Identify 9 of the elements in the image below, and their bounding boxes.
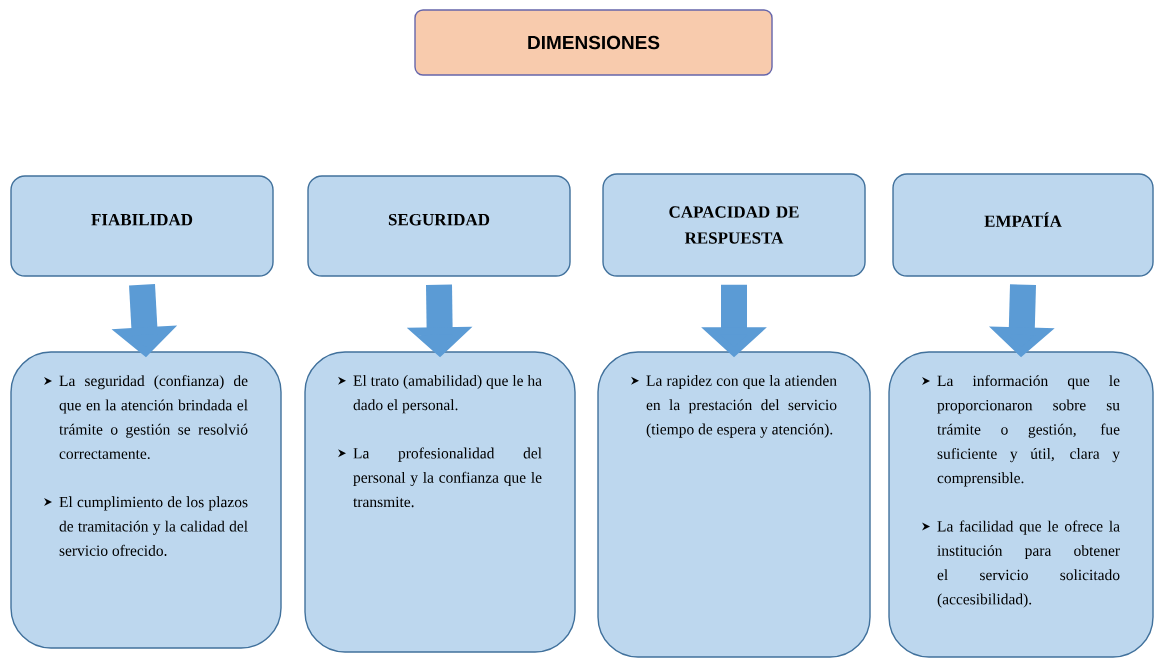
title-box: DIMENSIONES bbox=[414, 9, 773, 76]
description-box: El trato (amabilidad) que le ha dado el personal. La profesionalidad del personal y la confianza que le transmite. bbox=[304, 351, 576, 653]
dimension-box: FIABILIDAD bbox=[10, 175, 274, 277]
dimension-box: EMPATÍA bbox=[892, 173, 1154, 277]
description-box: La información que le proporcionaron sobre su trámite o gestión, fue suficiente y útil, clara y comprensible. La facilidad que le ofrece la institución para obtener el servicio solicitado (accesibilidad). bbox=[888, 351, 1154, 658]
description-box: La rapidez con que la atienden en la prestación del servicio (tiempo de espera y atención). bbox=[597, 351, 871, 658]
dimension-box: SEGURIDAD bbox=[307, 175, 571, 277]
dimension-box: CAPACIDAD DE RESPUESTA bbox=[602, 173, 866, 277]
description-box: La seguridad (confianza) de que en la atención brindada el trámite o gestión se resolvió correctamente. El cumplimiento de los plazos de tramitación y la calidad del servicio ofrecido. bbox=[10, 351, 282, 649]
